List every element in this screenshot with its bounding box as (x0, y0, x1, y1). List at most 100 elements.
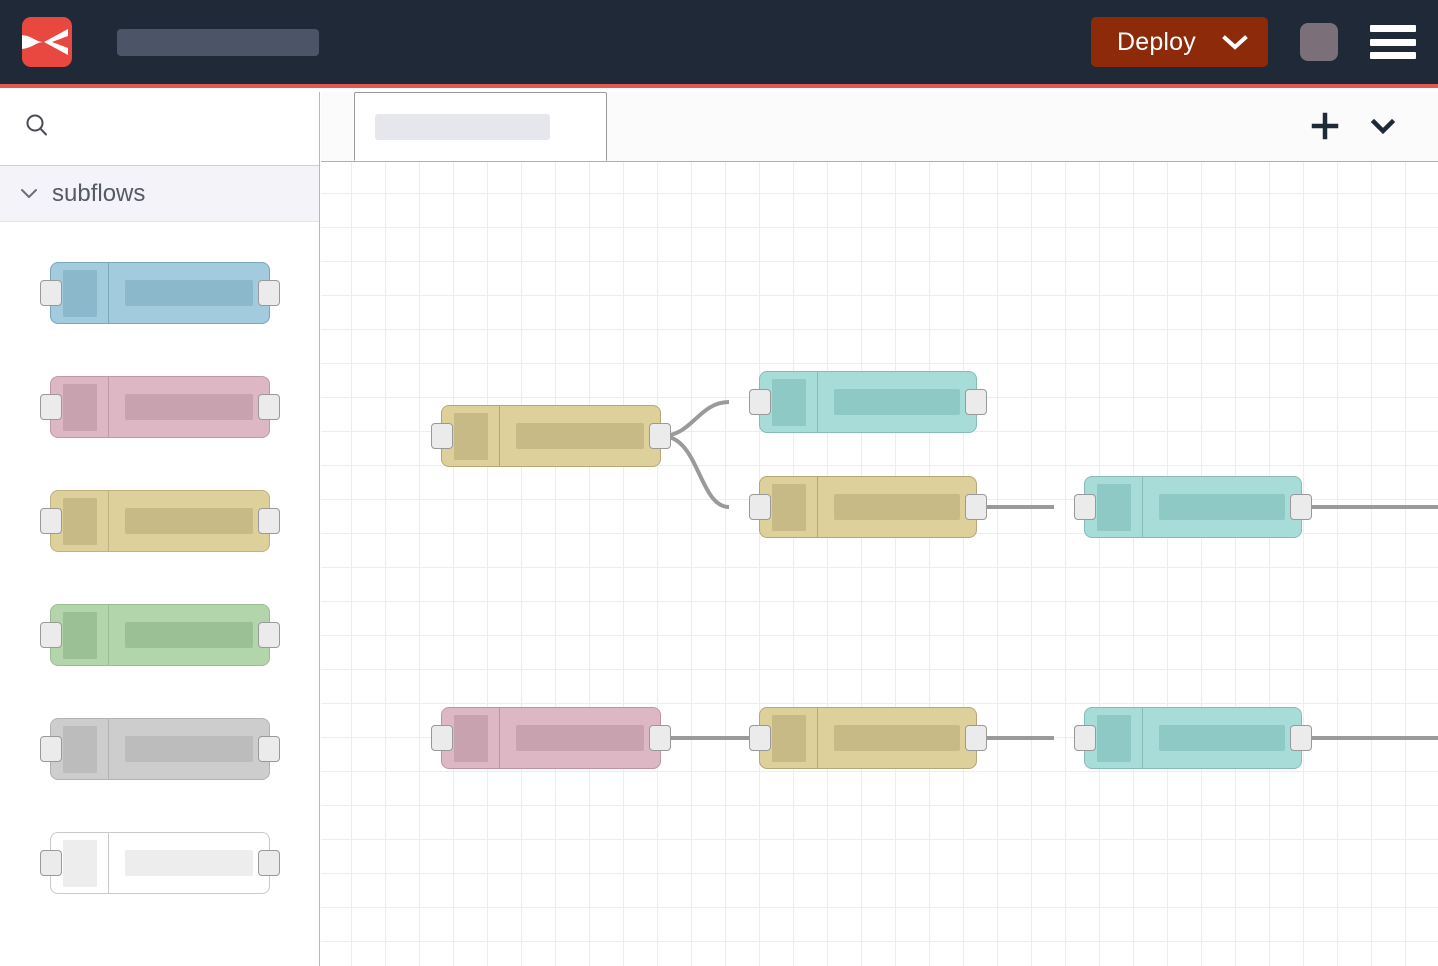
node-output-port[interactable] (1290, 725, 1312, 751)
node-body (818, 372, 976, 432)
flow-tab-1[interactable] (354, 92, 607, 161)
flow-menu-button[interactable] (1354, 116, 1412, 136)
flow-canvas[interactable] (321, 162, 1438, 966)
hamburger-menu-icon[interactable] (1370, 25, 1416, 59)
node-type-icon (453, 412, 488, 460)
palette-item[interactable] (0, 692, 319, 806)
palette-item[interactable] (0, 806, 319, 920)
node-type-icon (1096, 714, 1131, 762)
palette-node-3[interactable] (40, 490, 280, 552)
node-input-port[interactable] (40, 622, 62, 648)
canvas-node-cyan-2[interactable] (1074, 476, 1312, 538)
palette-category-subflows[interactable]: subflows (0, 166, 319, 222)
node-body (1143, 708, 1301, 768)
canvas-node-tan-2[interactable] (749, 476, 987, 538)
wire-n1-n2[interactable] (661, 400, 730, 438)
node-icon-cell (51, 833, 109, 893)
node-label-redacted (834, 725, 960, 751)
deploy-button[interactable]: Deploy (1090, 17, 1268, 67)
node-input-port[interactable] (1074, 725, 1096, 751)
node-input-port[interactable] (431, 423, 453, 449)
search-icon (22, 111, 52, 146)
app-header: Deploy (0, 0, 1438, 88)
node-label-redacted (1159, 725, 1285, 751)
node-type-icon (62, 611, 97, 659)
node-input-port[interactable] (431, 725, 453, 751)
wire-layer (661, 400, 1438, 740)
palette-node-2[interactable] (40, 376, 280, 438)
node-input-port[interactable] (749, 725, 771, 751)
palette-search-input[interactable] (0, 92, 319, 166)
node-label-redacted (834, 494, 960, 520)
node-output-port[interactable] (965, 725, 987, 751)
node-input-port[interactable] (40, 280, 62, 306)
node-type-icon (771, 378, 806, 426)
node-label-redacted (125, 622, 253, 648)
node-type-icon (62, 725, 97, 773)
node-type-icon (1096, 483, 1131, 531)
palette-item[interactable] (0, 350, 319, 464)
node-output-port[interactable] (258, 394, 280, 420)
palette-node-4[interactable] (40, 604, 280, 666)
node-input-port[interactable] (749, 494, 771, 520)
node-icon-cell (51, 263, 109, 323)
wire-n1-n3[interactable] (661, 434, 730, 509)
node-input-port[interactable] (1074, 494, 1096, 520)
canvas-node-tan-1[interactable] (431, 405, 671, 467)
node-output-port[interactable] (965, 494, 987, 520)
chevron-down-icon[interactable] (1222, 34, 1248, 50)
node-output-port[interactable] (649, 423, 671, 449)
node-output-port[interactable] (258, 850, 280, 876)
node-icon-cell (442, 406, 500, 466)
node-body (109, 719, 269, 779)
canvas-node-pink-1[interactable] (431, 707, 671, 769)
node-input-port[interactable] (40, 736, 62, 762)
palette-node-list (0, 222, 319, 920)
flow-workspace (321, 92, 1438, 966)
node-input-port[interactable] (40, 850, 62, 876)
node-label-redacted (516, 423, 644, 449)
node-icon-cell (51, 719, 109, 779)
add-flow-button[interactable] (1296, 111, 1354, 141)
node-input-port[interactable] (40, 394, 62, 420)
node-input-port[interactable] (749, 389, 771, 415)
node-label-redacted (516, 725, 644, 751)
node-icon-cell (760, 477, 818, 537)
node-icon-cell (51, 377, 109, 437)
flow-tab-bar (321, 92, 1438, 162)
node-output-port[interactable] (258, 280, 280, 306)
node-body (109, 263, 269, 323)
palette-node-1[interactable] (40, 262, 280, 324)
palette-item[interactable] (0, 236, 319, 350)
canvas-node-tan-3[interactable] (749, 707, 987, 769)
flow-tab-actions (1296, 91, 1438, 161)
node-output-port[interactable] (965, 389, 987, 415)
node-label-redacted (125, 736, 253, 762)
palette-item[interactable] (0, 464, 319, 578)
node-icon-cell (1085, 477, 1143, 537)
node-output-port[interactable] (649, 725, 671, 751)
node-icon-cell (1085, 708, 1143, 768)
node-output-port[interactable] (258, 622, 280, 648)
node-label-redacted (1159, 494, 1285, 520)
canvas-node-cyan-1[interactable] (749, 371, 987, 433)
palette-item[interactable] (0, 578, 319, 692)
node-output-port[interactable] (258, 508, 280, 534)
node-type-icon (453, 714, 488, 762)
palette-sidebar: subflows (0, 92, 320, 966)
node-red-logo-icon[interactable] (22, 17, 72, 67)
palette-node-5[interactable] (40, 718, 280, 780)
node-body (500, 708, 660, 768)
palette-node-6[interactable] (40, 832, 280, 894)
node-body (109, 491, 269, 551)
node-output-port[interactable] (1290, 494, 1312, 520)
node-icon-cell (51, 605, 109, 665)
node-input-port[interactable] (40, 508, 62, 534)
node-type-icon (62, 497, 97, 545)
node-type-icon (771, 483, 806, 531)
node-body (1143, 477, 1301, 537)
user-avatar-icon[interactable] (1300, 23, 1338, 61)
canvas-node-cyan-3[interactable] (1074, 707, 1312, 769)
node-output-port[interactable] (258, 736, 280, 762)
